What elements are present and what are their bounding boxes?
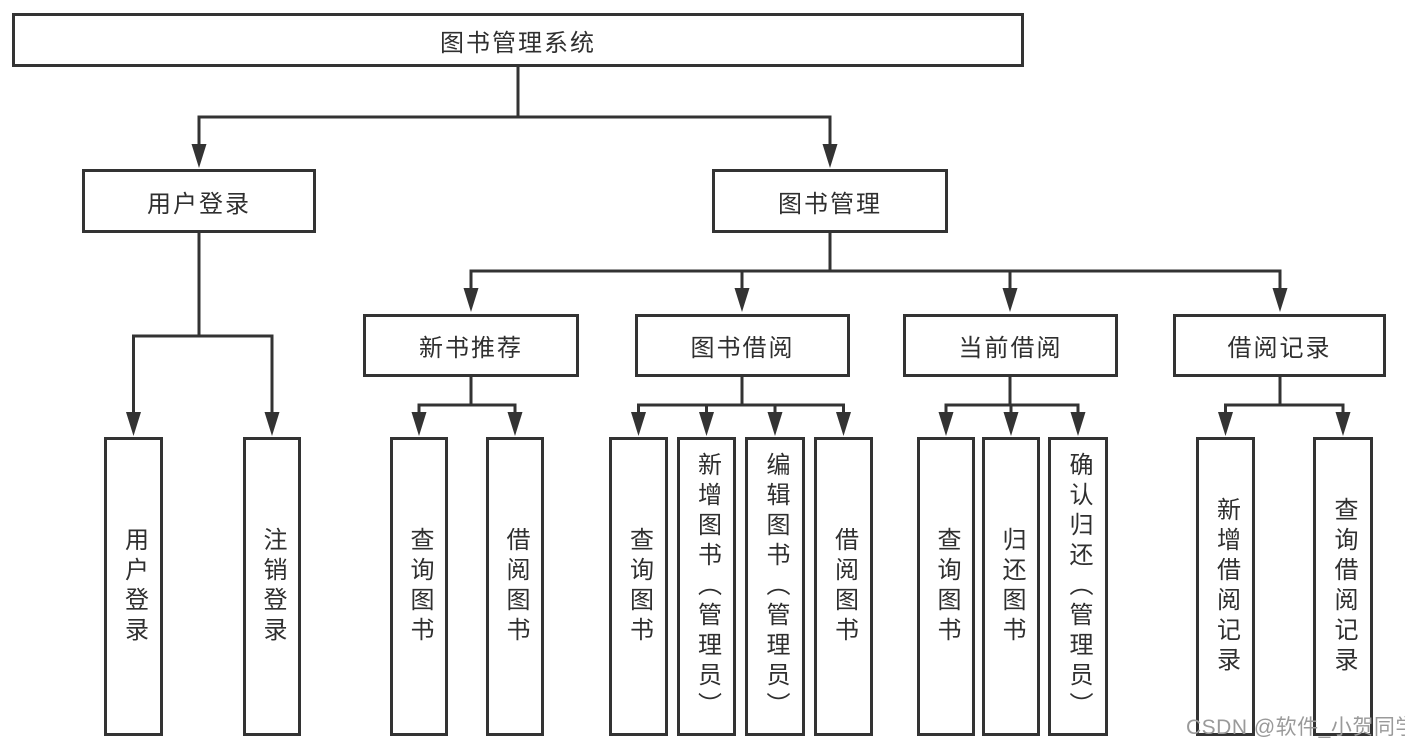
arrow-down-icon: [1218, 412, 1233, 436]
node-current-borrowing-label: 当前借阅: [958, 335, 1063, 362]
leaf-user-login-label: 用户登录: [120, 526, 148, 647]
node-book-management: 图书管理: [712, 169, 948, 233]
leaf-logout: 注销登录: [243, 437, 301, 736]
arrow-down-icon: [631, 412, 646, 436]
arrow-down-icon: [463, 288, 479, 312]
arrow-down-icon: [1002, 288, 1018, 312]
node-borrowing-records: 借阅记录: [1173, 314, 1386, 377]
leaf-query-books-borrowing: 查询图书: [609, 437, 668, 736]
node-new-book-recommendation-label: 新书推荐: [419, 335, 523, 362]
leaf-edit-books-admin: 编辑图书（管理员）: [745, 437, 805, 736]
node-root-label: 图书管理系统: [440, 29, 596, 57]
arrow-down-icon: [822, 144, 838, 168]
node-new-book-recommendation: 新书推荐: [363, 314, 579, 377]
arrow-down-icon: [264, 412, 280, 436]
arrow-down-icon: [191, 144, 207, 168]
watermark: CSDN @软件_小贺同学: [1186, 716, 1405, 739]
leaf-query-books-current-label: 查询图书: [933, 526, 960, 647]
arrow-down-icon: [767, 412, 783, 436]
leaf-query-borrow-record: 查询借阅记录: [1313, 437, 1373, 736]
leaf-query-books-recommend-label: 查询图书: [406, 526, 433, 647]
arrow-down-icon: [126, 412, 141, 436]
node-user-login-label: 用户登录: [147, 190, 251, 218]
node-root: 图书管理系统: [12, 13, 1024, 67]
arrow-down-icon: [836, 412, 851, 436]
arrow-down-icon: [699, 412, 714, 436]
leaf-return-books-label: 归还图书: [998, 526, 1025, 647]
leaf-return-books: 归还图书: [982, 437, 1040, 736]
leaf-user-login: 用户登录: [104, 437, 163, 736]
leaf-add-books-admin-label: 新增图书（管理员）: [693, 451, 721, 722]
leaf-confirm-return-admin-label: 确认归还（管理员）: [1065, 451, 1092, 722]
leaf-query-books-borrowing-label: 查询图书: [625, 526, 653, 647]
arrow-down-icon: [1070, 412, 1086, 436]
arrow-down-icon: [938, 412, 954, 436]
leaf-borrow-books-label: 借阅图书: [830, 526, 858, 647]
node-current-borrowing: 当前借阅: [903, 314, 1118, 377]
leaf-add-borrow-record: 新增借阅记录: [1196, 437, 1255, 736]
node-borrowing-records-label: 借阅记录: [1227, 335, 1332, 362]
arrow-down-icon: [507, 412, 523, 436]
leaf-edit-books-admin-label: 编辑图书（管理员）: [762, 451, 789, 722]
node-book-borrowing: 图书借阅: [635, 314, 850, 377]
leaf-query-borrow-record-label: 查询借阅记录: [1330, 496, 1357, 677]
arrow-down-icon: [734, 288, 750, 312]
node-book-management-label: 图书管理: [778, 190, 882, 218]
leaf-borrow-books-recommend: 借阅图书: [486, 437, 544, 736]
leaf-logout-label: 注销登录: [259, 526, 286, 647]
arrow-down-icon: [411, 412, 427, 436]
leaf-confirm-return-admin: 确认归还（管理员）: [1048, 437, 1108, 736]
leaf-add-books-admin: 新增图书（管理员）: [677, 437, 736, 736]
leaf-add-borrow-record-label: 新增借阅记录: [1212, 496, 1240, 677]
node-user-login: 用户登录: [82, 169, 316, 233]
leaf-borrow-books: 借阅图书: [814, 437, 873, 736]
leaf-borrow-books-recommend-label: 借阅图书: [502, 526, 529, 647]
arrow-down-icon: [1272, 288, 1288, 312]
arrow-down-icon: [1335, 412, 1351, 436]
arrow-down-icon: [1003, 412, 1019, 436]
leaf-query-books-recommend: 查询图书: [390, 437, 448, 736]
node-book-borrowing-label: 图书借阅: [690, 335, 795, 362]
leaf-query-books-current: 查询图书: [917, 437, 975, 736]
